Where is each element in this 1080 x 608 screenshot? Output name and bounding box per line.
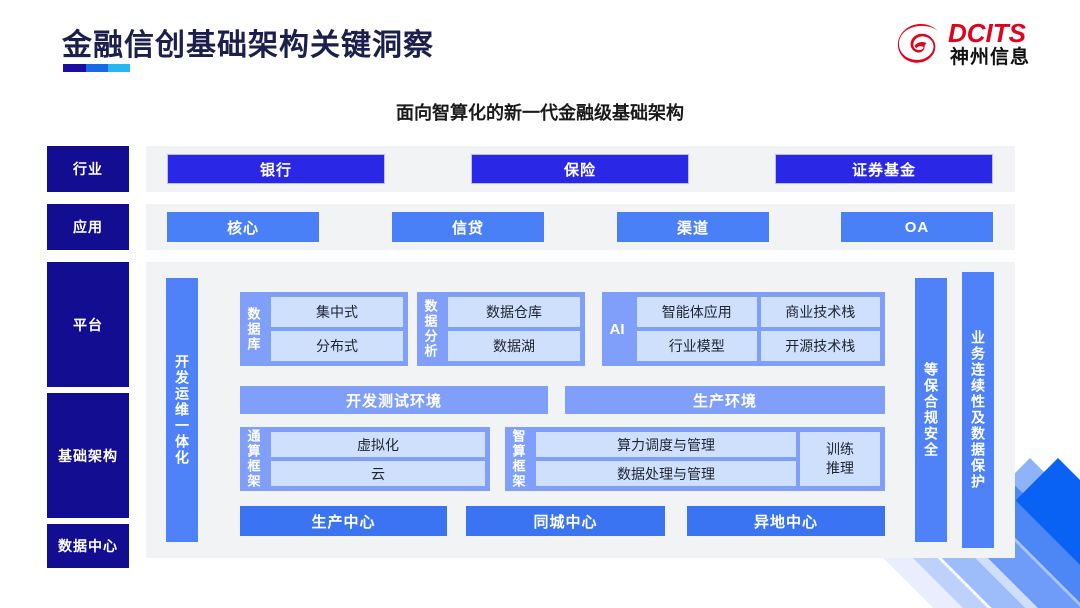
compute-framework-label: 通算框架	[245, 429, 261, 489]
training-inference-chip[interactable]: 训练 推理	[800, 432, 880, 486]
page-title: 金融信创基础架构关键洞察	[62, 29, 434, 62]
platform-chip[interactable]: 分布式	[271, 331, 403, 361]
application-tile-oa[interactable]: OA	[841, 212, 993, 242]
industry-tile-insurance[interactable]: 保险	[471, 154, 689, 184]
business-continuity-column[interactable]: 业务连续性及数据保护	[962, 272, 994, 548]
data-center-label: 生产中心	[311, 513, 376, 531]
application-tile-label: 信贷	[451, 219, 484, 237]
sidebar-item-application[interactable]: 应用	[47, 204, 129, 250]
diagram-subtitle: 面向智算化的新一代金融级基础架构	[396, 103, 684, 123]
business-continuity-label: 业务连续性及数据保护	[970, 330, 986, 490]
application-tile-channel[interactable]: 渠道	[617, 212, 769, 242]
compute-framework-items: 算力调度与管理 数据处理与管理 训练 推理	[531, 427, 885, 491]
platform-chip-row: 行业模型 开源技术栈	[637, 331, 880, 361]
security-compliance-column[interactable]: 等保合规安全	[915, 278, 947, 542]
sidebar-item-label: 基础架构	[58, 447, 118, 464]
security-compliance-label: 等保合规安全	[923, 362, 939, 458]
industry-tile-label: 证券基金	[851, 161, 916, 179]
data-center-remote[interactable]: 异地中心	[687, 506, 885, 536]
data-center-production[interactable]: 生产中心	[240, 506, 447, 536]
platform-group-items: 智能体应用 商业技术栈 行业模型 开源技术栈	[632, 292, 885, 366]
environment-bar-label: 生产环境	[692, 392, 757, 410]
platform-group-items: 数据仓库 数据湖	[443, 292, 585, 366]
compute-framework-chip[interactable]: 数据处理与管理	[536, 461, 796, 486]
environment-bar-production[interactable]: 生产环境	[565, 386, 885, 414]
accent-segment-2	[86, 64, 108, 72]
platform-group-label: 数据分析	[422, 299, 438, 359]
platform-chip[interactable]: 行业模型	[637, 331, 757, 361]
platform-group-label: 数据库	[245, 306, 261, 352]
application-tile-label: 渠道	[676, 219, 709, 237]
sidebar-item-industry[interactable]: 行业	[47, 146, 129, 192]
platform-group-items: 集中式 分布式	[266, 292, 408, 366]
training-label: 训练	[826, 441, 854, 457]
application-tile-core[interactable]: 核心	[167, 212, 319, 242]
compute-framework-chip[interactable]: 虚拟化	[271, 432, 485, 457]
platform-chip[interactable]: 智能体应用	[637, 297, 757, 327]
platform-group-ai[interactable]: AI 智能体应用 商业技术栈 行业模型 开源技术栈	[602, 292, 885, 366]
platform-chip[interactable]: 开源技术栈	[760, 331, 880, 361]
platform-chip[interactable]: 商业技术栈	[760, 297, 880, 327]
sidebar-item-infrastructure[interactable]: 基础架构	[47, 393, 129, 518]
sidebar-item-platform[interactable]: 平台	[47, 262, 129, 387]
environment-bar-dev-test[interactable]: 开发测试环境	[240, 386, 548, 414]
sidebar-item-datacenter[interactable]: 数据中心	[47, 524, 129, 568]
platform-group-database[interactable]: 数据库 集中式 分布式	[240, 292, 408, 366]
platform-chip[interactable]: 集中式	[271, 297, 403, 327]
industry-tile-securities-fund[interactable]: 证券基金	[775, 154, 993, 184]
compute-framework-chip-stack: 算力调度与管理 数据处理与管理	[536, 432, 796, 486]
application-tile-label: 核心	[226, 219, 259, 237]
compute-framework-chip[interactable]: 云	[271, 461, 485, 486]
industry-tile-label: 银行	[259, 161, 292, 179]
brand-chinese-name: 神州信息	[950, 47, 1031, 68]
platform-chip[interactable]: 数据湖	[448, 331, 580, 361]
environment-bar-label: 开发测试环境	[345, 392, 442, 410]
data-center-label: 同城中心	[533, 513, 598, 531]
platform-group-label: AI	[609, 320, 625, 338]
application-tile-label: OA	[904, 218, 930, 236]
compute-framework-chip[interactable]: 算力调度与管理	[536, 432, 796, 457]
platform-chip-row: 智能体应用 商业技术栈	[637, 297, 880, 327]
sidebar-item-label: 行业	[73, 161, 103, 177]
sidebar-item-label: 数据中心	[58, 538, 118, 554]
platform-group-data-analysis[interactable]: 数据分析 数据仓库 数据湖	[417, 292, 585, 366]
page-header: 金融信创基础架构关键洞察 DCITS 神州信息	[0, 0, 1080, 92]
sidebar-item-label: 平台	[73, 316, 103, 333]
data-center-label: 异地中心	[753, 513, 818, 531]
accent-segment-1	[63, 64, 86, 72]
data-center-same-city[interactable]: 同城中心	[466, 506, 665, 536]
compute-framework-general[interactable]: 通算框架 虚拟化 云	[240, 427, 490, 491]
devops-column[interactable]: 开发运维一体化	[166, 278, 198, 542]
platform-chip[interactable]: 数据仓库	[448, 297, 580, 327]
dcits-swirl-logo-icon	[897, 23, 939, 63]
industry-tile-label: 保险	[563, 161, 596, 179]
compute-framework-label: 智算框架	[510, 429, 526, 489]
brand-logo: DCITS 神州信息	[896, 18, 1046, 76]
accent-segment-3	[108, 64, 130, 72]
sidebar-item-label: 应用	[73, 219, 103, 235]
brand-latin-name: DCITS	[948, 18, 1026, 48]
compute-framework-items: 虚拟化 云	[266, 427, 490, 491]
inference-label: 推理	[826, 460, 854, 476]
industry-tile-bank[interactable]: 银行	[167, 154, 385, 184]
compute-framework-intelligent[interactable]: 智算框架 算力调度与管理 数据处理与管理 训练 推理	[505, 427, 885, 491]
application-tile-credit[interactable]: 信贷	[392, 212, 544, 242]
devops-column-label: 开发运维一体化	[174, 354, 190, 466]
title-accent-bar	[63, 64, 130, 72]
